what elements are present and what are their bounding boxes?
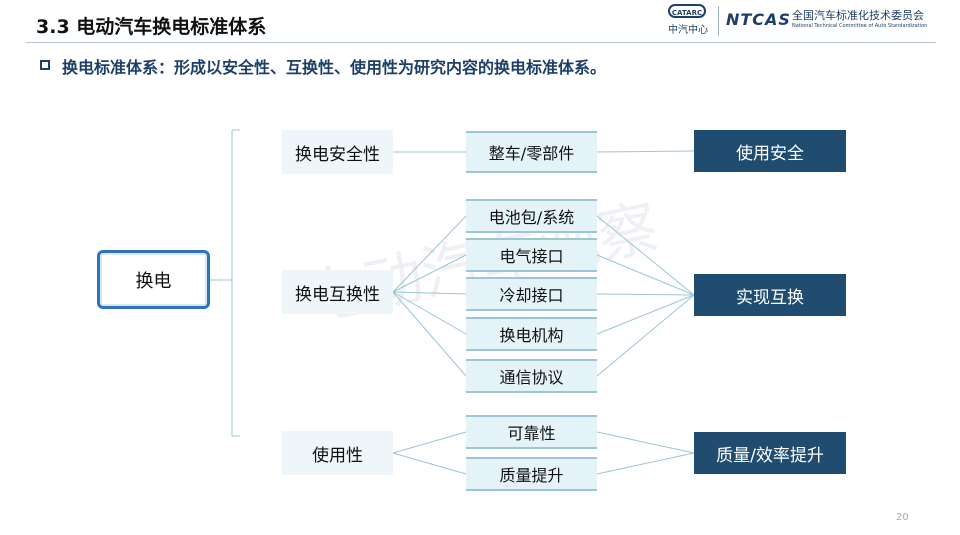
branch-node-2: 使用性 bbox=[282, 431, 393, 475]
catarc-logo-mark: CATARC bbox=[668, 4, 706, 18]
ntcas-logo-caption: 全国汽车标准化技术委员会 bbox=[792, 9, 924, 22]
item-to-result-line-1-2 bbox=[596, 293, 695, 296]
item-node-1-1: 电气接口 bbox=[466, 238, 597, 272]
bullet-square-icon bbox=[40, 60, 50, 70]
slide-subtitle: 换电标准体系：形成以安全性、互换性、使用性为研究内容的换电标准体系。 bbox=[62, 58, 607, 77]
branch-to-item-line-1-0 bbox=[392, 215, 467, 293]
branch-to-item-line-2-0 bbox=[392, 431, 467, 454]
branch-node-0: 换电安全性 bbox=[282, 130, 393, 174]
item-to-result-line-1-3 bbox=[596, 294, 695, 335]
branch-node-1: 换电互换性 bbox=[282, 270, 393, 314]
item-to-result-line-2-0 bbox=[596, 431, 695, 454]
item-node-1-2: 冷却接口 bbox=[466, 277, 597, 311]
item-to-result-line-1-0 bbox=[596, 215, 695, 296]
item-node-0-0: 整车/零部件 bbox=[466, 131, 597, 173]
result-node-2: 质量/效率提升 bbox=[694, 432, 846, 474]
item-to-result-line-2-1 bbox=[596, 452, 695, 475]
branch-to-item-line-1-2 bbox=[392, 291, 467, 295]
branch-to-item-line-1-1 bbox=[392, 254, 467, 293]
item-node-1-4: 通信协议 bbox=[466, 359, 597, 393]
root-node: 换电 bbox=[97, 250, 210, 309]
catarc-logo-caption: 中汽中心 bbox=[668, 25, 708, 36]
branch-to-item-line-1-4 bbox=[392, 291, 467, 377]
logo-separator bbox=[718, 6, 719, 36]
item-to-result-line-0-0 bbox=[596, 150, 695, 153]
branch-to-item-line-2-1 bbox=[392, 452, 467, 475]
item-to-result-line-1-4 bbox=[596, 294, 695, 377]
ntcas-logo: NTCAS 全国汽车标准化技术委员会 National Technical Co… bbox=[724, 4, 940, 38]
result-node-0: 使用安全 bbox=[694, 130, 846, 172]
item-node-2-0: 可靠性 bbox=[466, 415, 597, 449]
page-number: 20 bbox=[896, 512, 909, 523]
slide-title: 3.3 电动汽车换电标准体系 bbox=[36, 16, 267, 38]
title-divider bbox=[26, 42, 936, 43]
item-node-1-0: 电池包/系统 bbox=[466, 199, 597, 233]
catarc-logo: CATARC 中汽中心 bbox=[662, 4, 714, 38]
ntcas-logo-mark: NTCAS bbox=[726, 10, 791, 29]
ntcas-logo-subcaption: National Technical Committee of Auto Sta… bbox=[792, 23, 928, 29]
branch-to-item-line-1-3 bbox=[392, 291, 467, 335]
item-to-result-line-1-1 bbox=[596, 254, 695, 296]
item-node-2-1: 质量提升 bbox=[466, 457, 597, 491]
result-node-1: 实现互换 bbox=[694, 274, 846, 316]
item-node-1-3: 换电机构 bbox=[466, 317, 597, 351]
